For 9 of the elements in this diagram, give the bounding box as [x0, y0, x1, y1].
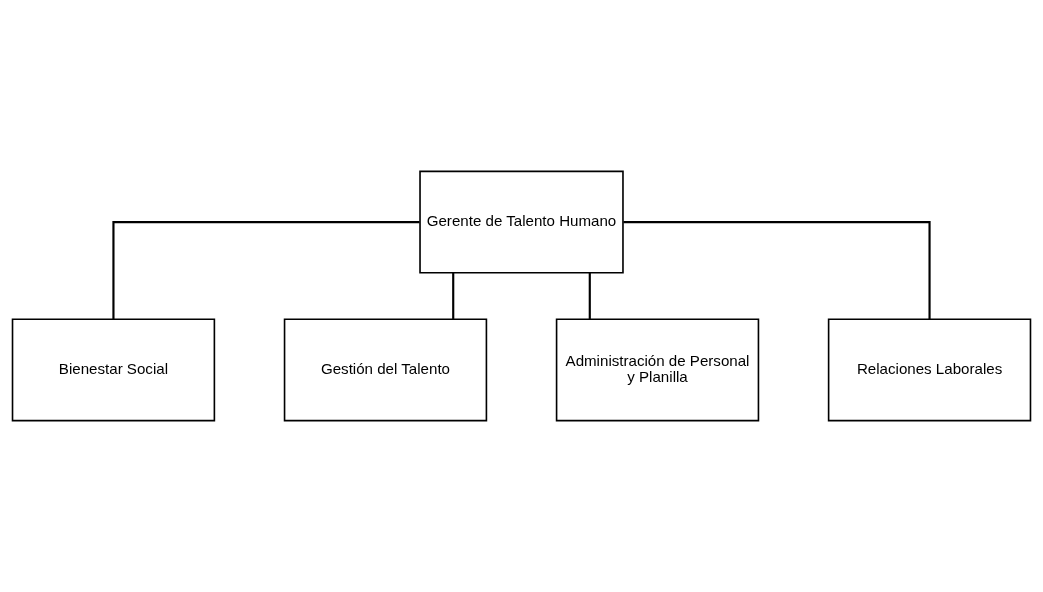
- connector: [588, 272, 591, 319]
- node-box: Gestión del Talento: [283, 318, 488, 422]
- node-box: Relaciones Laborales: [827, 318, 1032, 422]
- connector: [112, 220, 420, 320]
- node-box: Gerente de Talento Humano: [419, 170, 624, 274]
- connector: [452, 272, 455, 319]
- node-box: Bienestar Social: [11, 318, 216, 422]
- connector: [623, 220, 931, 320]
- node-box: Administración de Personal y Planilla: [555, 318, 760, 422]
